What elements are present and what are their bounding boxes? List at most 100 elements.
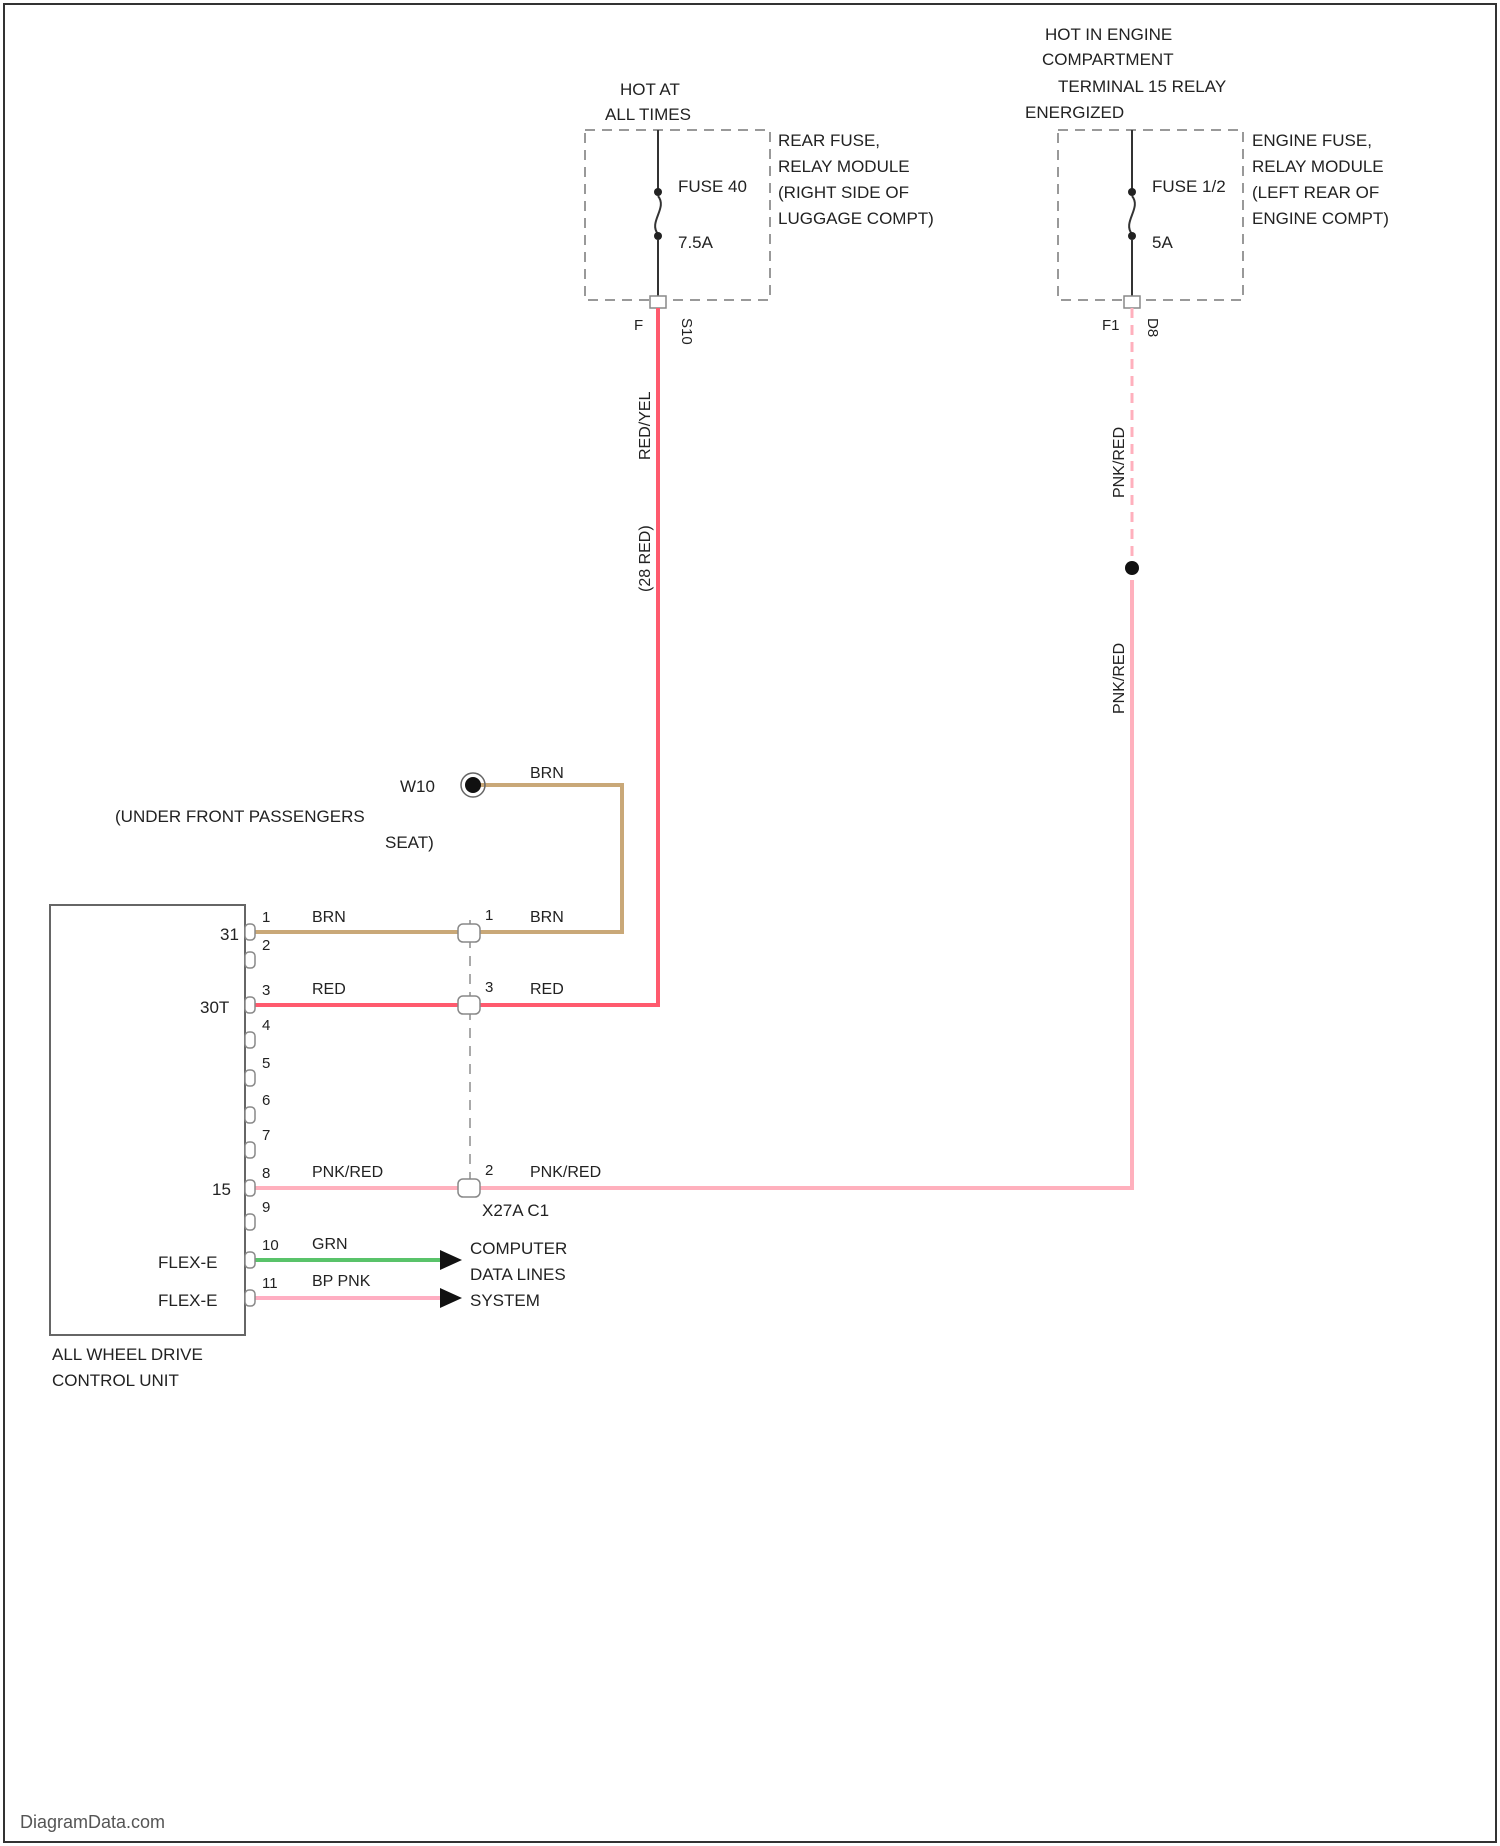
connector-wire-2-label: PNK/RED xyxy=(530,1164,601,1181)
supply-left-line1: HOT AT xyxy=(620,80,680,99)
module-pin-number-11: 11 xyxy=(262,1275,278,1292)
fuse-12-connector: D8 xyxy=(1144,318,1161,337)
supply-right-line4: ENERGIZED xyxy=(1025,103,1124,122)
module-name-line2: CONTROL UNIT xyxy=(52,1371,179,1390)
module-pin-7 xyxy=(245,1142,255,1158)
rear-fuse-module-line2: RELAY MODULE xyxy=(778,157,910,176)
fuse-40-name: FUSE 40 xyxy=(678,177,747,196)
awd-control-unit: 1 2 3 4 5 6 7 8 9 10 11 31 30T 15 FLEX-E FLEX-E BR… xyxy=(50,905,383,1390)
module-pin-6 xyxy=(245,1107,255,1123)
splice-dot xyxy=(1125,561,1139,575)
fuse-12-symbol xyxy=(1129,196,1135,234)
module-pin-10 xyxy=(245,1252,255,1268)
data-line-arrow-grn xyxy=(440,1250,462,1270)
module-pin-5 xyxy=(245,1070,255,1086)
engine-fuse-module-line3: (LEFT REAR OF xyxy=(1252,183,1379,202)
connector-pin-1-label: 1 xyxy=(485,907,493,924)
computer-data-lines: COMPUTER DATA LINES SYSTEM xyxy=(440,1239,567,1310)
engine-fuse-module-line1: ENGINE FUSE, xyxy=(1252,131,1372,150)
module-label-gnd: 31 xyxy=(220,925,239,944)
fuse-12-name: FUSE 1/2 xyxy=(1152,177,1226,196)
module-wire-p11-label: BP PNK xyxy=(312,1273,371,1290)
module-pin-number-9: 9 xyxy=(262,1199,270,1216)
rear-fuse-module-line4: LUGGAGE COMPT) xyxy=(778,209,934,228)
fuse-12-terminal xyxy=(1124,296,1140,308)
fuse-12-contact-bottom xyxy=(1128,232,1136,240)
module-label-ign: 15 xyxy=(212,1180,231,1199)
ground-location-line2: SEAT) xyxy=(385,833,434,852)
fuse-40-contact-bottom xyxy=(654,232,662,240)
module-wire-p1-label: BRN xyxy=(312,909,346,926)
wire-pnk-red-ignition-feed xyxy=(255,580,1132,1188)
fuse-12-contact-top xyxy=(1128,188,1136,196)
right-wire-label-upper: PNK/RED xyxy=(1111,427,1128,498)
module-pin-1 xyxy=(245,924,255,940)
module-label-flex-b: FLEX-E xyxy=(158,1291,218,1310)
fuse-12-rating: 5A xyxy=(1152,233,1173,252)
left-wire-label-upper: RED/YEL xyxy=(637,391,654,460)
module-pin-number-5: 5 xyxy=(262,1055,270,1072)
footer-watermark: DiagramData.com xyxy=(20,1812,165,1832)
fuse-40-rating: 7.5A xyxy=(678,233,714,252)
module-pin-8 xyxy=(245,1180,255,1196)
ground-name: W10 xyxy=(400,777,435,796)
rear-fuse-module-line1: REAR FUSE, xyxy=(778,131,880,150)
connector-pin-3 xyxy=(458,996,480,1014)
wire-red-battery-feed xyxy=(255,308,658,1005)
left-wire-label-lower: (28 RED) xyxy=(637,525,654,592)
module-pin-number-1: 1 xyxy=(262,909,270,926)
connector-pin-1 xyxy=(458,924,480,942)
module-label-bat: 30T xyxy=(200,998,229,1017)
connector-pin-3-label: 3 xyxy=(485,979,493,996)
module-pin-number-2: 2 xyxy=(262,937,270,954)
ground-point-dot xyxy=(465,777,481,793)
module-pin-number-4: 4 xyxy=(262,1017,270,1034)
module-pin-4 xyxy=(245,1032,255,1048)
supply-right: HOT IN ENGINE COMPARTMENT TERMINAL 15 RE… xyxy=(1025,25,1389,714)
connector-pin-2 xyxy=(458,1179,480,1197)
right-wire-label-lower: PNK/RED xyxy=(1111,643,1128,714)
module-pin-9 xyxy=(245,1214,255,1230)
module-pin-number-3: 3 xyxy=(262,982,270,999)
engine-fuse-module-line2: RELAY MODULE xyxy=(1252,157,1384,176)
connector-pin-2-label: 2 xyxy=(485,1162,493,1179)
connector-wire-1-label: BRN xyxy=(530,909,564,926)
module-wire-p3-label: RED xyxy=(312,981,346,998)
module-name-line1: ALL WHEEL DRIVE xyxy=(52,1345,203,1364)
fuse-40-terminal xyxy=(650,296,666,308)
rear-fuse-module-line3: (RIGHT SIDE OF xyxy=(778,183,909,202)
module-label-flex-a: FLEX-E xyxy=(158,1253,218,1272)
supply-right-line3: TERMINAL 15 RELAY xyxy=(1058,77,1226,96)
module-pin-number-6: 6 xyxy=(262,1092,270,1109)
module-pin-number-8: 8 xyxy=(262,1165,270,1182)
module-pin-3 xyxy=(245,997,255,1013)
data-lines-line3: SYSTEM xyxy=(470,1291,540,1310)
data-lines-line2: DATA LINES xyxy=(470,1265,566,1284)
engine-fuse-module-line4: ENGINE COMPT) xyxy=(1252,209,1389,228)
fuse-40-symbol xyxy=(655,196,661,234)
data-lines-line1: COMPUTER xyxy=(470,1239,567,1258)
supply-right-line2: COMPARTMENT xyxy=(1042,50,1174,69)
module-pin-number-7: 7 xyxy=(262,1127,270,1144)
module-pin-number-10: 10 xyxy=(262,1237,279,1254)
module-pin-group: 1 2 3 4 5 6 7 8 9 10 11 xyxy=(245,909,279,1306)
data-line-arrow-pnk xyxy=(440,1288,462,1308)
ground-w10: W10 (UNDER FRONT PASSENGERS SEAT) BRN xyxy=(115,765,564,852)
supply-left-line2: ALL TIMES xyxy=(605,105,691,124)
supply-right-line1: HOT IN ENGINE xyxy=(1045,25,1172,44)
fuse-40-connector: S10 xyxy=(678,318,695,345)
rear-fuse-box xyxy=(585,130,770,300)
ground-location-line1: (UNDER FRONT PASSENGERS xyxy=(115,807,365,826)
module-pin-11 xyxy=(245,1290,255,1306)
module-wire-p10-label: GRN xyxy=(312,1236,348,1253)
engine-fuse-box xyxy=(1058,130,1243,300)
connector-x27a-c1: 1 3 2 BRN RED PNK/RED X27A C1 xyxy=(458,907,601,1220)
fuse-40-contact-top xyxy=(654,188,662,196)
connector-name: X27A C1 xyxy=(482,1201,549,1220)
ground-wire-label: BRN xyxy=(530,765,564,782)
connector-wire-3-label: RED xyxy=(530,981,564,998)
module-pin-2 xyxy=(245,952,255,968)
fuse-12-pin-code: F1 xyxy=(1102,317,1120,334)
fuse-40-pin-code: F xyxy=(634,317,643,334)
